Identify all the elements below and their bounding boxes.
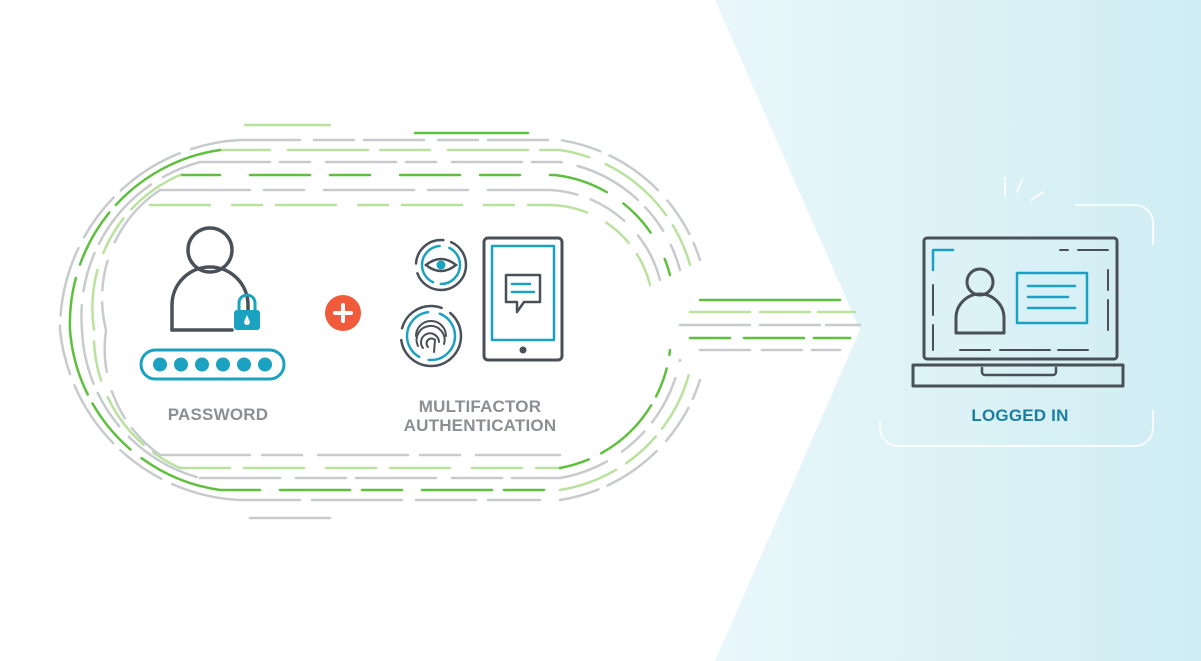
- logged-in-panel: [715, 0, 1201, 661]
- laptop-frame: [879, 177, 1154, 447]
- mfa-label-line2: AUTHENTICATION: [403, 416, 557, 435]
- phone-message-icon: [482, 236, 564, 362]
- user-lock-icon: [170, 226, 260, 332]
- mfa-label-line1: MULTIFACTOR: [418, 397, 542, 416]
- flow-track: [58, 123, 862, 520]
- fingerprint-icon: [399, 304, 463, 368]
- password-label: PASSWORD: [167, 405, 269, 424]
- multifactor-authentication-label: MULTIFACTOR AUTHENTICATION: [375, 397, 585, 435]
- plus-icon: [325, 295, 361, 331]
- laptop-profile-icon: [911, 236, 1125, 388]
- password-dots-icon: [139, 348, 286, 381]
- eye-scan-icon: [414, 238, 468, 292]
- logged-in-label: LOGGED IN: [971, 406, 1069, 425]
